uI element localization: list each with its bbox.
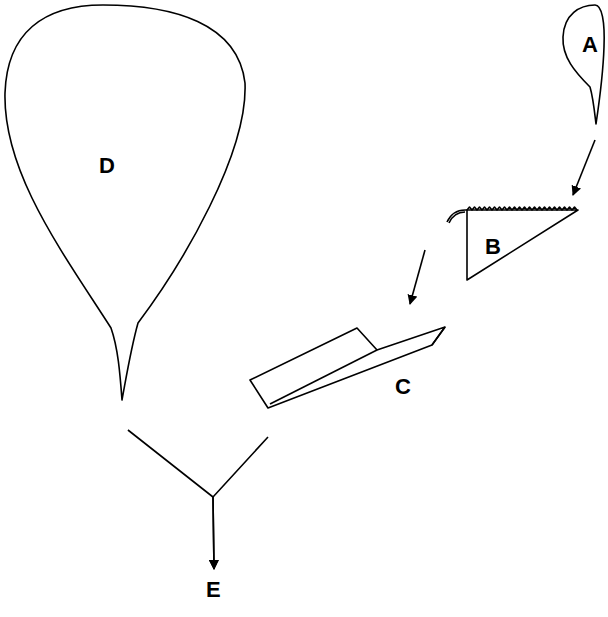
outline-stroke	[449, 212, 465, 223]
part-letter: C	[395, 376, 411, 398]
outline-stroke	[250, 327, 445, 408]
part-outline: A	[560, 2, 606, 124]
flow-arrow	[410, 250, 425, 304]
outline-stroke	[467, 207, 577, 210]
part-outline: B	[445, 200, 580, 282]
outline-stroke	[5, 5, 245, 400]
flow-arrow	[573, 140, 595, 195]
flow-arrow	[213, 437, 268, 569]
part-letter: E	[206, 579, 221, 601]
part-shape	[3, 3, 248, 400]
part-letter: B	[485, 236, 501, 258]
outline-stroke	[432, 327, 445, 345]
part-shape	[445, 200, 580, 282]
point-label: E	[200, 575, 228, 605]
part-letter: D	[99, 155, 115, 177]
outline-stroke	[270, 350, 377, 404]
outline-stroke	[467, 210, 578, 280]
part-outline: C	[245, 322, 450, 412]
flow-arrow	[128, 430, 214, 569]
part-shape	[245, 322, 450, 412]
part-shape	[560, 2, 606, 124]
outline-stroke	[563, 5, 604, 124]
part-outline: D	[3, 3, 248, 400]
part-letter: A	[582, 34, 598, 56]
outline-stroke	[447, 210, 467, 222]
